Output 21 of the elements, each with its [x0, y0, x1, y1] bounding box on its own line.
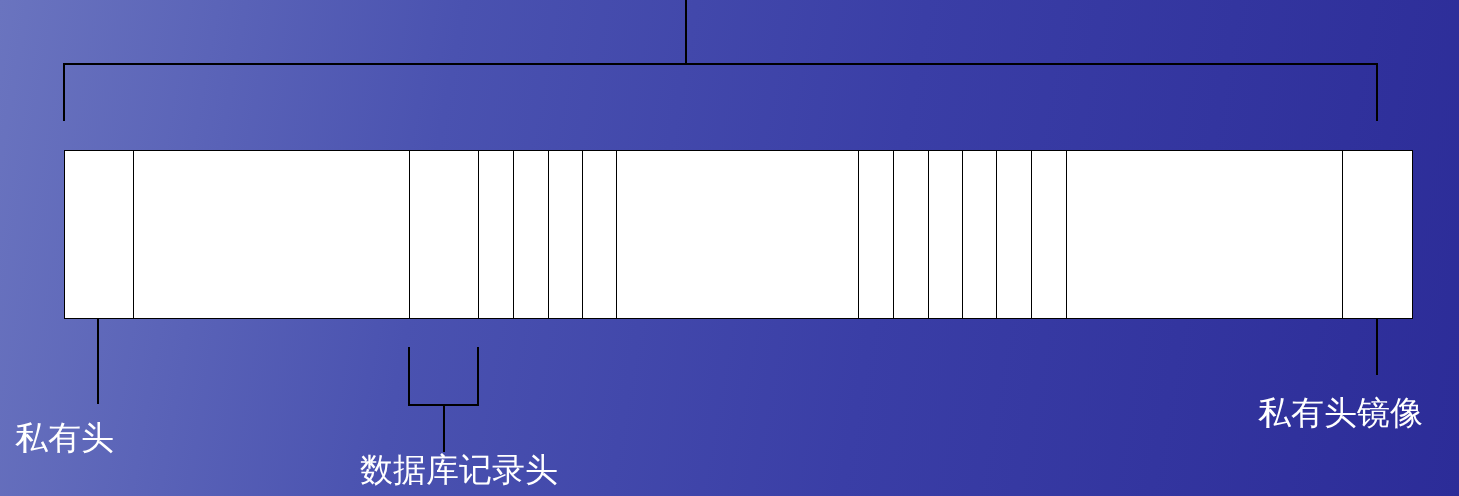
- field-cell: [928, 150, 964, 319]
- field-cell: [513, 150, 550, 319]
- field-cell: [893, 150, 930, 319]
- field-cell: [1342, 150, 1413, 319]
- field-cell: [616, 150, 860, 319]
- field-cell: [858, 150, 895, 319]
- leader-line: [1376, 318, 1378, 376]
- field-cell: [64, 150, 135, 319]
- leader-line: [97, 318, 99, 405]
- field-cell: [582, 150, 618, 319]
- field-cell: [1066, 150, 1344, 319]
- part-label: 数据库记录头: [360, 450, 558, 490]
- field-cell: [133, 150, 411, 319]
- field-cell: [996, 150, 1033, 319]
- field-cell: [1031, 150, 1068, 319]
- field-cell: [478, 150, 515, 319]
- part-label: 私有头: [15, 418, 114, 458]
- field-cell: [409, 150, 480, 319]
- field-cell: [962, 150, 998, 319]
- field-cell: [548, 150, 584, 319]
- part-label: 私有头镜像: [1258, 393, 1423, 433]
